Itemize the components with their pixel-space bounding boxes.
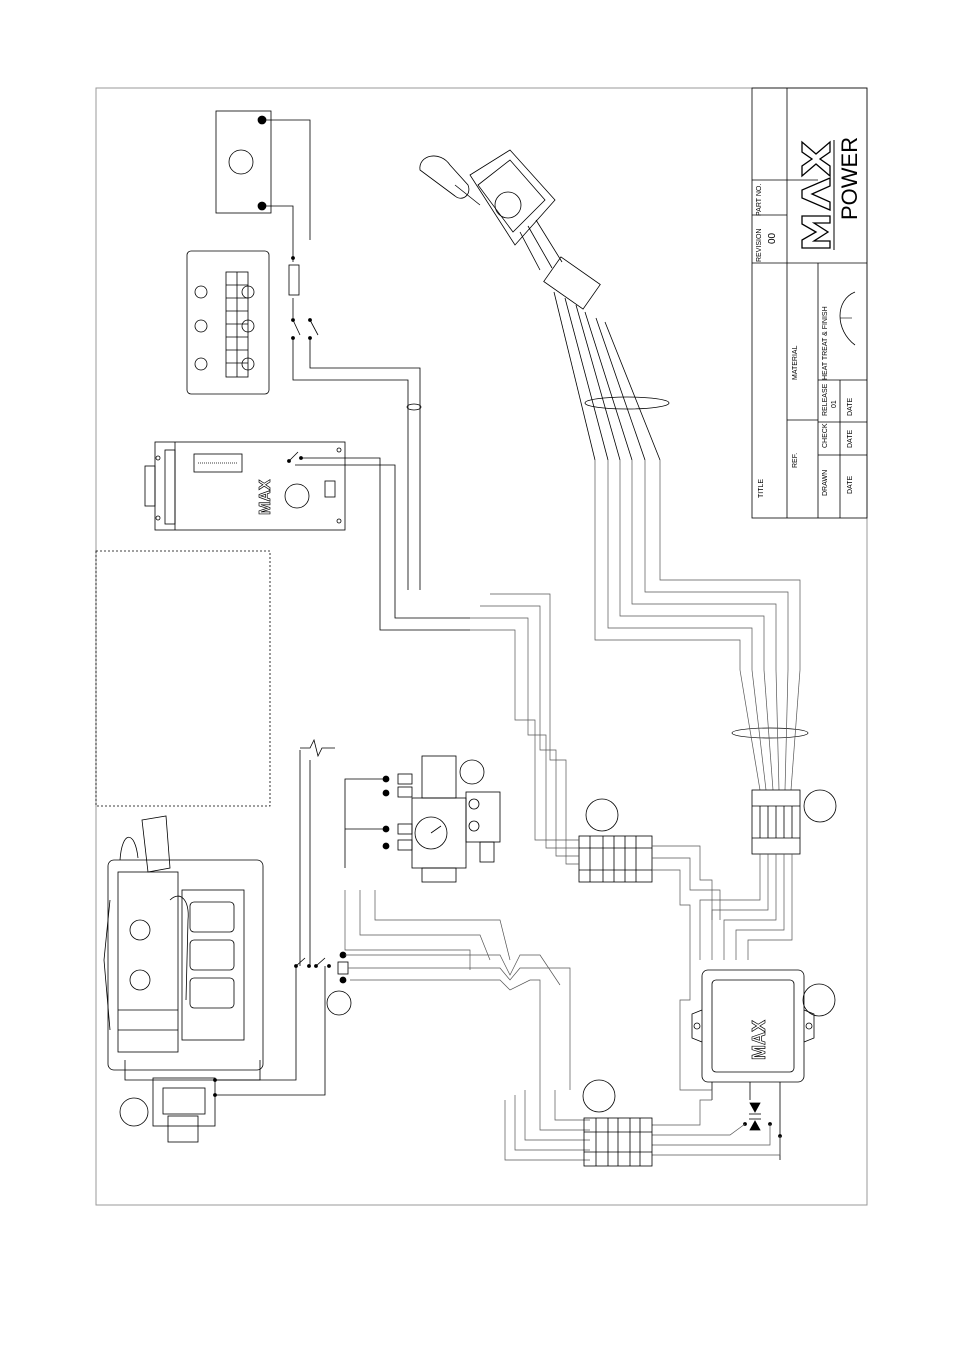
control-box-logo: MAX	[257, 479, 274, 515]
date-label-check: DATE	[847, 430, 854, 448]
ref-label: REF.	[792, 453, 799, 468]
heat-treat-label: HEAT TREAT & FINISH	[822, 306, 829, 380]
controller-module	[692, 970, 835, 1160]
connector-right-wires	[700, 854, 792, 960]
joystick	[420, 150, 669, 460]
fuse-panel	[187, 251, 269, 394]
brand-power-text: POWER	[837, 137, 862, 220]
engine	[104, 816, 263, 1142]
date-label-drawn: DATE	[847, 476, 854, 494]
valve-assembly	[345, 756, 500, 882]
part-no-label: PART NO.	[756, 184, 763, 216]
joystick-harness	[595, 460, 808, 790]
material-label: MATERIAL	[792, 345, 799, 380]
date-label-release: DATE	[847, 398, 854, 416]
cable-tie	[407, 404, 421, 410]
control-box	[145, 442, 470, 630]
title-block-text: TITLE REF. MATERIAL HEAT TREAT & FINISH …	[756, 184, 854, 498]
connector-right	[752, 790, 836, 854]
center-connector-wires	[470, 594, 720, 1100]
connector-center	[579, 799, 652, 882]
dashed-notes-box	[96, 551, 270, 806]
finish-symbol	[840, 292, 855, 345]
diode-pair	[744, 1103, 782, 1138]
lower-wires	[345, 890, 780, 1160]
revision-value: 00	[767, 232, 778, 244]
connector-bottom	[583, 1080, 652, 1166]
wire-break-symbol	[300, 740, 335, 756]
title-label: TITLE	[758, 479, 765, 498]
max-logo	[802, 140, 834, 250]
release-label: RELEASE	[822, 383, 829, 416]
battery	[216, 111, 310, 240]
main-fuse-switch	[289, 240, 420, 590]
controller-logo: MAX	[749, 1020, 769, 1060]
revision-label: REVISION	[756, 229, 763, 262]
drawn-label: DRAWN	[822, 470, 829, 496]
release-value: 01	[831, 400, 838, 408]
check-label: CHECK	[822, 423, 829, 448]
